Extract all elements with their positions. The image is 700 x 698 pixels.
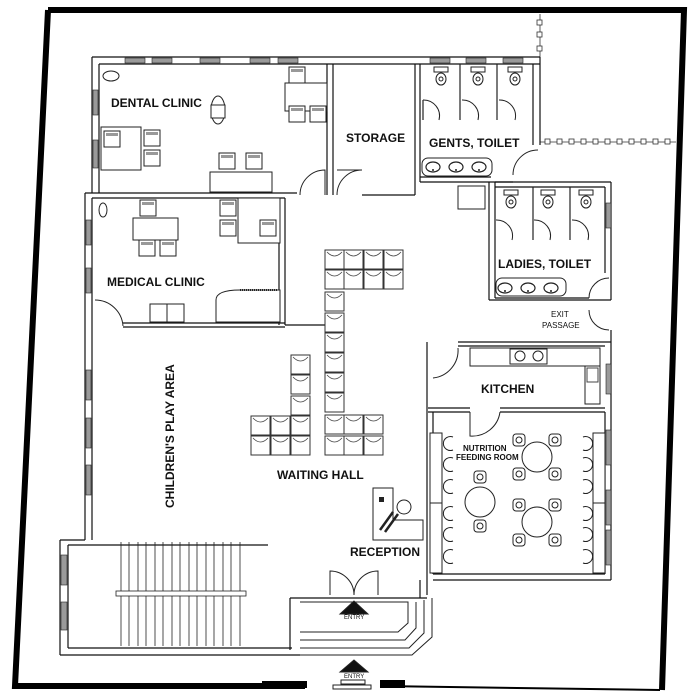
cabinet [457, 185, 486, 210]
entry-steps [300, 598, 433, 690]
waiting-seats [250, 249, 404, 456]
gents-wcs [433, 66, 523, 86]
label-ladies-toilet: LADIES, TOILET [498, 257, 592, 271]
basins [421, 157, 567, 297]
label-passage: PASSAGE [542, 321, 580, 330]
label-nutrition: NUTRITION [463, 444, 507, 453]
kitchen-fixtures [469, 347, 601, 405]
label-outer-entry: ENTRY [344, 674, 365, 680]
label-gents-toilet: GENTS, TOILET [429, 136, 520, 150]
label-dental-clinic: DENTAL CLINIC [111, 96, 202, 110]
medical-furniture [98, 197, 281, 323]
label-inner-entry: ENTRY [344, 615, 365, 621]
doors [94, 99, 610, 596]
feeding-room-furniture [429, 432, 606, 574]
windows [60, 57, 612, 631]
label-storage: STORAGE [346, 131, 406, 145]
label-reception: RECEPTION [350, 545, 421, 559]
label-medical-clinic: MEDICAL CLINIC [107, 275, 205, 289]
reception-desk [372, 487, 424, 541]
fence-lines [536, 14, 676, 145]
label-waiting-hall: WAITING HALL [277, 468, 364, 482]
dental-furniture [100, 66, 328, 193]
label-exit: EXIT [551, 310, 569, 319]
label-kitchen: KITCHEN [481, 382, 535, 396]
ladies-wcs [503, 189, 594, 209]
staircase [115, 542, 247, 646]
label-childrens-play-area: CHILDREN'S PLAY AREA [163, 364, 177, 508]
plot-boundary [11, 7, 688, 691]
label-feeding-room: FEEDING ROOM [456, 453, 519, 462]
stall-partitions [422, 64, 571, 240]
